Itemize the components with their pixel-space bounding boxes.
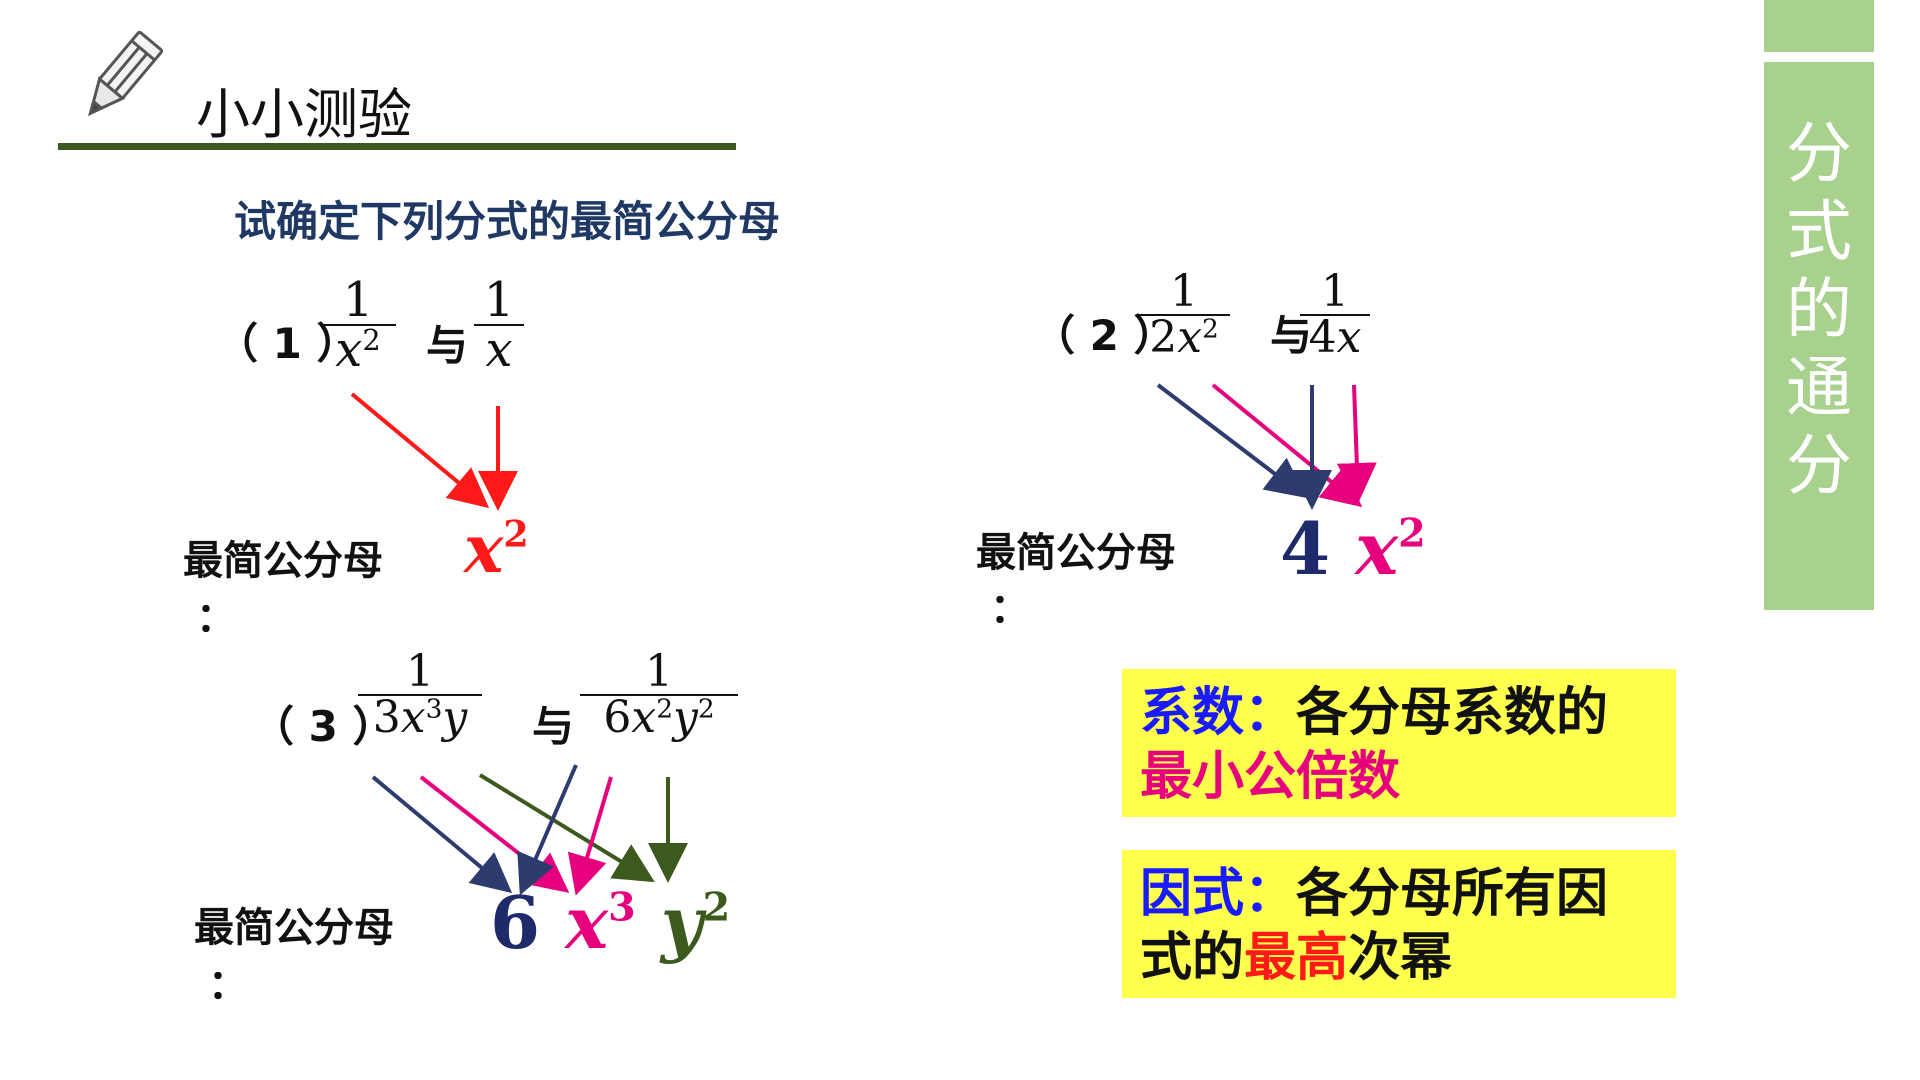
- fraction-bar: [1300, 314, 1370, 316]
- problem-2-answer-label: 最简公分母: [976, 530, 1176, 576]
- problem-3-label: （ 3 ）: [252, 702, 395, 751]
- problem-2-fraction-b: 1 4x: [1300, 270, 1370, 360]
- arrow: [350, 392, 490, 509]
- problem-3-answer: 6 x3 y2: [490, 880, 730, 965]
- numerator: 1: [406, 646, 434, 697]
- problem-1-connector: 与: [426, 321, 469, 370]
- den-coef: 3: [372, 692, 401, 743]
- problem-3-fraction-b: 1 6x2y2: [580, 650, 738, 740]
- problem-3-fraction-a: 1 3x3y: [358, 650, 482, 740]
- arrow: [517, 764, 578, 896]
- problem-2-label: （ 2 ）: [1033, 311, 1176, 360]
- arrow: [567, 776, 613, 896]
- den-var: x: [631, 692, 657, 743]
- problem-1-answer-label: 最简公分母: [183, 538, 383, 584]
- answer-coef: 4: [1280, 506, 1331, 591]
- numerator: 1: [1321, 266, 1349, 317]
- denominator: x2: [335, 326, 380, 374]
- side-tab-title: 分 式 的 通 分: [1764, 115, 1874, 505]
- problem-1-fraction-a: 1 x2: [320, 276, 396, 374]
- problem-1-label: （ 1 ）: [216, 319, 359, 368]
- side-char: 分: [1786, 427, 1852, 504]
- side-char: 通: [1786, 349, 1852, 426]
- answer-exp-y: 2: [702, 884, 731, 931]
- den-coef: 4: [1308, 312, 1337, 363]
- denominator: 6x2y2: [603, 696, 714, 740]
- tip-box-factor: 因式：各分母所有因 式的最高次幂: [1122, 850, 1676, 998]
- side-char: 式: [1786, 193, 1852, 270]
- problem-3-answer-label: 最简公分母: [194, 905, 394, 951]
- tip-highlight: 最高: [1244, 928, 1349, 988]
- fraction-bar: [1138, 314, 1230, 316]
- tip-key: 系数：: [1140, 683, 1297, 743]
- answer-exp: 2: [503, 512, 529, 556]
- den-var: y: [442, 692, 468, 743]
- tip-text: 各分母所有因: [1296, 864, 1609, 924]
- fraction-bar: [580, 694, 738, 696]
- answer-exp-x: 3: [608, 884, 636, 931]
- tip-text: 次幂: [1348, 928, 1453, 988]
- side-char: 分: [1786, 115, 1852, 192]
- side-tab-top: [1764, 0, 1874, 52]
- den-exp: 2: [656, 693, 673, 725]
- tip-text: 式的: [1140, 928, 1245, 988]
- answer-coef: 6: [490, 880, 541, 965]
- problem-2-fraction-a: 1 2x2: [1138, 270, 1230, 360]
- fraction-bar: [358, 694, 482, 696]
- title-underline: [58, 143, 736, 150]
- answer-exp: 2: [1398, 510, 1426, 557]
- problem-1-colon: ：: [196, 595, 236, 641]
- denominator: 4x: [1309, 316, 1362, 360]
- answer-var-x: x: [565, 880, 609, 965]
- problem-2-answer: 4 x2: [1280, 506, 1426, 591]
- tip-text: 各分母系数的: [1296, 683, 1609, 743]
- side-tab-gap: [1764, 52, 1874, 62]
- tip-highlight: 最小公倍数: [1140, 747, 1401, 807]
- page-title: 小小测验: [196, 83, 412, 146]
- answer-var-y: y: [660, 880, 703, 965]
- den-var: x: [1177, 312, 1203, 363]
- side-tab-panel: [1764, 62, 1874, 610]
- denominator: 2x2: [1149, 316, 1219, 360]
- arrow: [478, 773, 655, 883]
- den-var: x: [335, 322, 363, 378]
- den-exp: 2: [362, 323, 381, 358]
- den-exp: 2: [697, 693, 715, 725]
- tip-box-coefficient: 系数：各分母系数的 最小公倍数: [1122, 669, 1676, 817]
- den-var: y: [672, 692, 698, 743]
- pencil-icon: [88, 30, 164, 117]
- den-coef: 6: [603, 692, 632, 743]
- side-char: 的: [1786, 271, 1852, 348]
- fraction-bar: [320, 324, 396, 326]
- arrow: [371, 775, 513, 894]
- denominator: x: [485, 322, 513, 378]
- problem-1-fraction-b: 1 x: [474, 276, 524, 374]
- fraction-bar: [474, 324, 524, 326]
- den-exp: 2: [1202, 313, 1219, 345]
- answer-var: x: [464, 510, 504, 588]
- answer-var: x: [1355, 506, 1399, 591]
- den-var: x: [400, 692, 426, 743]
- instruction-text: 试确定下列分式的最简公分母: [234, 197, 781, 246]
- den-var: x: [1336, 312, 1362, 363]
- den-exp: 3: [425, 693, 443, 725]
- problem-3-colon: ：: [208, 962, 248, 1008]
- denominator: 3x3y: [373, 696, 467, 740]
- arrow: [1336, 384, 1377, 503]
- problem-2-connector: 与: [1270, 311, 1313, 360]
- numerator: 1: [342, 272, 374, 328]
- problem-1-answer: x2: [464, 510, 529, 588]
- numerator: 1: [1170, 266, 1198, 317]
- numerator: 1: [483, 272, 515, 328]
- problem-2-colon: ：: [990, 586, 1030, 632]
- arrow: [1156, 383, 1307, 498]
- arrow: [1211, 383, 1363, 508]
- problem-3-connector: 与: [532, 702, 575, 751]
- numerator: 1: [645, 646, 673, 697]
- den-coef: 2: [1149, 312, 1178, 363]
- tip-key: 因式：: [1140, 864, 1297, 924]
